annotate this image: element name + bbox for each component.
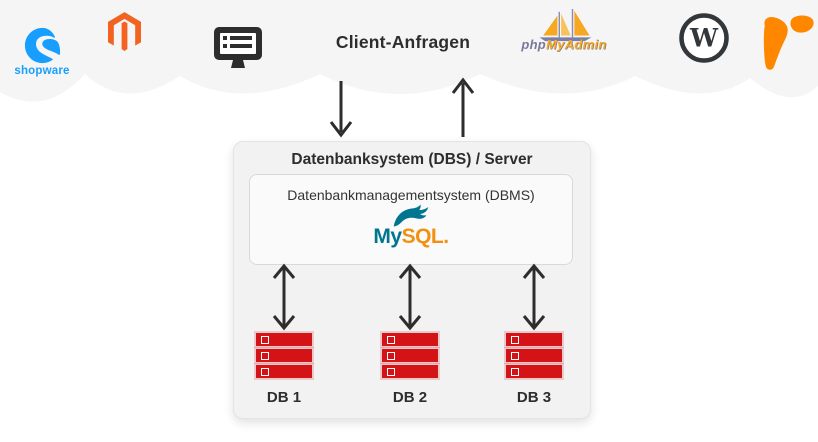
database-bar: [506, 333, 562, 346]
database-bar-led: [511, 351, 519, 360]
database-bar-led: [261, 335, 269, 344]
phpmyadmin-word-php: php: [521, 37, 547, 52]
database-bar: [506, 349, 562, 362]
database-bar-led: [511, 335, 519, 344]
database-bar: [506, 365, 562, 378]
wordpress-icon: W: [679, 13, 729, 63]
wordpress-letter: W: [689, 24, 719, 53]
shopware-wordmark: shopware: [14, 65, 70, 77]
database-bar: [382, 333, 438, 346]
arrow-up-icon: [451, 77, 475, 137]
client-requests-label: Client-Anfragen: [335, 32, 471, 52]
database-label: DB 2: [392, 389, 428, 406]
phpmyadmin-logo: phpMyAdmin: [514, 9, 614, 52]
dbms-box: Datenbankmanagementsystem (DBMS) MySQL.: [249, 174, 573, 265]
mysql-wordmark: MySQL.: [373, 225, 449, 248]
database-label: DB 1: [266, 389, 302, 406]
shopware-icon: [24, 27, 60, 64]
cloud-band: [0, 0, 818, 102]
database-bar: [256, 365, 312, 378]
database-bar: [256, 333, 312, 346]
phpmyadmin-wordmark: phpMyAdmin: [521, 37, 606, 52]
mysql-dolphin-icon: [393, 204, 429, 227]
database-bar-led: [261, 367, 269, 376]
wordpress-logo: W: [679, 13, 729, 63]
database-bar: [382, 349, 438, 362]
double-arrow-icon: [272, 263, 296, 331]
shopware-logo: shopware: [10, 27, 74, 77]
monitor-glyph: [214, 27, 262, 68]
typo3-logo: [761, 14, 815, 74]
database-icon: [256, 333, 312, 381]
monitor-icon: [213, 26, 263, 71]
mysql-logo: MySQL.: [373, 204, 449, 248]
magento-icon: [108, 12, 141, 51]
phpmyadmin-word-myadmin: MyAdmin: [546, 37, 607, 52]
server-title: Datenbanksystem (DBS) / Server: [291, 151, 533, 168]
mysql-word-dot: .: [443, 225, 449, 248]
database-bar-led: [261, 351, 269, 360]
mysql-word-sql: SQL: [401, 225, 444, 248]
database-bar-led: [387, 351, 395, 360]
database-label: DB 3: [516, 389, 552, 406]
database-bar: [256, 349, 312, 362]
dbms-label: Datenbankmanagementsystem (DBMS): [287, 187, 535, 203]
database-bar: [382, 365, 438, 378]
double-arrow-icon: [398, 263, 422, 331]
double-arrow-icon: [522, 263, 546, 331]
phpmyadmin-sailboat-icon: [539, 9, 592, 42]
database-bar-led: [387, 335, 395, 344]
database-bar-led: [387, 367, 395, 376]
magento-logo: [108, 12, 141, 53]
database-icon: [382, 333, 438, 381]
server-box: Datenbanksystem (DBS) / Server Datenbank…: [233, 141, 591, 419]
database-bar-led: [511, 367, 519, 376]
database-icon: [506, 333, 562, 381]
arrow-down-icon: [329, 81, 353, 138]
mysql-word-my: My: [373, 225, 402, 248]
typo3-icon: [763, 15, 814, 70]
